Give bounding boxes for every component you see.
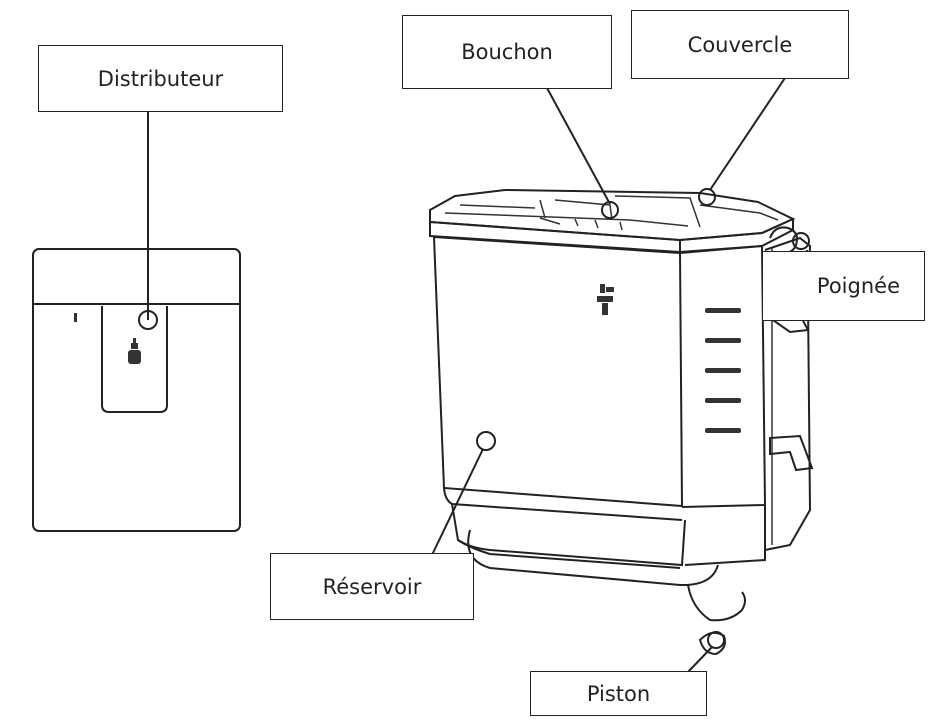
- callout-bouchon: Bouchon: [402, 15, 612, 89]
- callout-piston: Piston: [530, 671, 707, 716]
- label-couvercle: Couvercle: [687, 32, 793, 57]
- tank-front-face: [432, 235, 684, 508]
- callout-distributeur: Distributeur: [38, 45, 283, 112]
- callout-reservoir: Réservoir: [270, 553, 474, 620]
- lid-rim: [429, 210, 681, 254]
- front-view: [32, 248, 241, 532]
- leader-lines: [147, 77, 808, 673]
- label-distributeur: Distributeur: [97, 66, 224, 91]
- reservoir-point: [476, 431, 496, 451]
- front-view-body: [32, 248, 241, 532]
- label-bouchon: Bouchon: [461, 40, 553, 64]
- dispenser-tap-icon: [128, 338, 141, 364]
- front-view-mark: [74, 313, 77, 322]
- label-piston: Piston: [586, 681, 651, 706]
- leader-piston: [687, 646, 713, 673]
- leader-reservoir: [431, 448, 484, 556]
- tank-view: [429, 188, 814, 656]
- label-poignee: Poignée: [816, 274, 900, 298]
- label-reservoir: Réservoir: [322, 574, 422, 599]
- poignee-point: [792, 232, 810, 250]
- tank-side-face: [679, 244, 767, 508]
- tank-emblem: [597, 284, 614, 315]
- leader-couvercle: [709, 77, 786, 191]
- dispenser-flap: [101, 306, 168, 413]
- tank-base: [451, 503, 686, 567]
- callout-poignee: Poignée: [762, 251, 925, 321]
- piston-point: [707, 631, 725, 649]
- leader-bouchon: [546, 87, 611, 205]
- side-vents: [705, 308, 741, 433]
- callout-couvercle: Couvercle: [631, 10, 849, 79]
- couvercle-point: [698, 188, 716, 206]
- piston-body: [687, 584, 746, 622]
- lower-latch: [769, 434, 814, 472]
